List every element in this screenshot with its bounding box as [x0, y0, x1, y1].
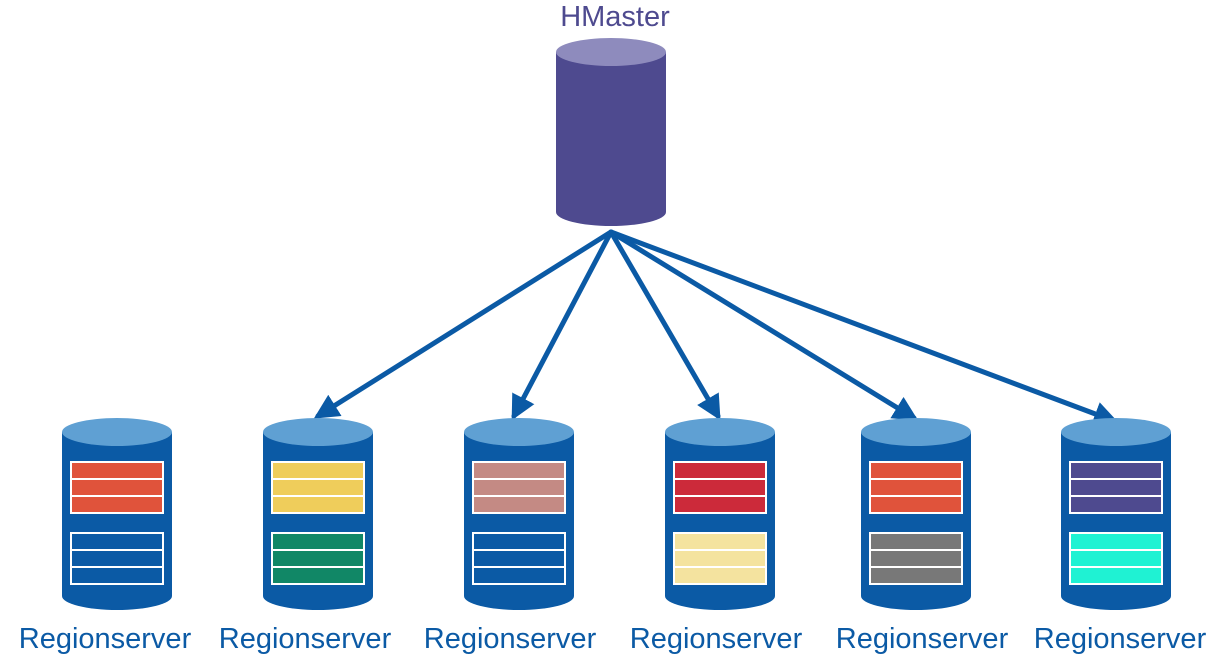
- hmaster: [556, 38, 666, 226]
- hmaster-cylinder: [556, 38, 666, 226]
- hmaster-body: [556, 52, 666, 226]
- arrows-layer: [313, 229, 1119, 426]
- region-row: [472, 566, 566, 585]
- regionserver-3-top: [464, 418, 574, 446]
- region-row: [70, 549, 164, 568]
- region-row: [472, 495, 566, 514]
- arrow-to-regionserver-3: [511, 229, 614, 421]
- region-block: [472, 461, 566, 514]
- region-block: [673, 461, 767, 514]
- region-block: [271, 532, 365, 585]
- region-block: [70, 461, 164, 514]
- region-row: [70, 495, 164, 514]
- region-row: [673, 461, 767, 480]
- hmaster-label: HMaster: [560, 1, 670, 33]
- regionserver-1-top: [62, 418, 172, 446]
- region-row: [1069, 478, 1163, 497]
- region-row: [673, 495, 767, 514]
- region-row: [1069, 549, 1163, 568]
- region-row: [1069, 566, 1163, 585]
- region-row: [673, 532, 767, 551]
- region-block: [869, 532, 963, 585]
- regionserver-2: [263, 418, 373, 610]
- region-row: [1069, 461, 1163, 480]
- arrow-to-regionserver-5: [608, 229, 919, 421]
- region-row: [271, 549, 365, 568]
- region-row: [271, 461, 365, 480]
- region-row: [869, 495, 963, 514]
- region-row: [869, 478, 963, 497]
- region-row: [472, 549, 566, 568]
- regionserver-5-top: [861, 418, 971, 446]
- region-row: [869, 549, 963, 568]
- arrow-to-regionserver-4: [608, 229, 721, 421]
- region-row: [472, 461, 566, 480]
- regionserver-6-label: Regionserver: [1033, 623, 1207, 655]
- hmaster-top: [556, 38, 666, 66]
- region-row: [271, 532, 365, 551]
- region-row: [869, 461, 963, 480]
- region-block: [1069, 461, 1163, 514]
- regionserver-1: [62, 418, 172, 610]
- region-row: [869, 532, 963, 551]
- regionserver-5: [861, 418, 971, 610]
- region-row: [70, 566, 164, 585]
- regionserver-4: [665, 418, 775, 610]
- regionserver-2-top: [263, 418, 373, 446]
- region-row: [70, 461, 164, 480]
- region-row: [271, 566, 365, 585]
- region-row: [673, 566, 767, 585]
- region-block: [70, 532, 164, 585]
- region-row: [1069, 532, 1163, 551]
- regionserver-6-top: [1061, 418, 1171, 446]
- regionserver-1-label: Regionserver: [18, 623, 192, 655]
- arrow-to-regionserver-2: [313, 229, 614, 419]
- arrow-to-regionserver-6: [608, 229, 1119, 426]
- region-row: [70, 478, 164, 497]
- region-row: [673, 478, 767, 497]
- region-block: [673, 532, 767, 585]
- region-block: [869, 461, 963, 514]
- regionserver-3-label: Regionserver: [423, 623, 597, 655]
- regionserver-4-top: [665, 418, 775, 446]
- regionserver-2-label: Regionserver: [218, 623, 392, 655]
- regionserver-4-label: Regionserver: [629, 623, 803, 655]
- region-row: [472, 478, 566, 497]
- region-block: [472, 532, 566, 585]
- region-row: [1069, 495, 1163, 514]
- region-row: [70, 532, 164, 551]
- region-row: [271, 495, 365, 514]
- region-block: [1069, 532, 1163, 585]
- regionserver-5-label: Regionserver: [835, 623, 1009, 655]
- regionserver-6: [1061, 418, 1171, 610]
- region-block: [271, 461, 365, 514]
- region-row: [673, 549, 767, 568]
- region-row: [271, 478, 365, 497]
- region-row: [869, 566, 963, 585]
- region-row: [472, 532, 566, 551]
- regionservers-layer: [62, 418, 1171, 610]
- regionserver-3: [464, 418, 574, 610]
